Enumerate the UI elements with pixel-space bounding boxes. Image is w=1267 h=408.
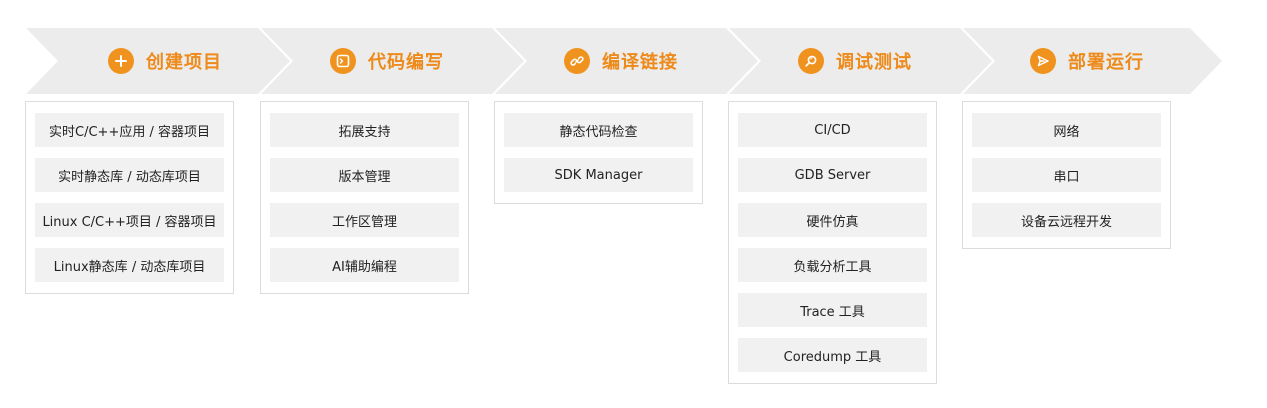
stage-title: 部署运行 <box>1068 52 1144 73</box>
stage-title: 编译链接 <box>602 52 678 73</box>
stage-arrow-1 <box>26 28 290 94</box>
stage-arrow-3 <box>495 28 758 94</box>
terminal-icon <box>330 48 356 74</box>
list-item[interactable]: 版本管理 <box>270 158 459 192</box>
list-item[interactable]: 网络 <box>972 113 1161 147</box>
list-item[interactable]: SDK Manager <box>504 158 693 192</box>
list-item[interactable]: 工作区管理 <box>270 203 459 237</box>
link-icon <box>564 48 590 74</box>
list-item[interactable]: Coredump 工具 <box>738 338 927 372</box>
stage-header-code-writing: 代码编写 <box>282 28 492 94</box>
list-item[interactable]: 硬件仿真 <box>738 203 927 237</box>
stage-title: 调试测试 <box>836 52 912 73</box>
plus-icon <box>108 48 134 74</box>
stage-box-code-writing: 拓展支持 版本管理 工作区管理 AI辅助编程 <box>260 101 469 294</box>
send-icon <box>1030 48 1056 74</box>
list-item[interactable]: 实时静态库 / 动态库项目 <box>35 158 224 192</box>
stage-header-compile-link: 编译链接 <box>516 28 726 94</box>
list-item[interactable]: Linux静态库 / 动态库项目 <box>35 248 224 282</box>
list-item[interactable]: CI/CD <box>738 113 927 147</box>
stage-header-deploy-run: 部署运行 <box>982 28 1192 94</box>
stage-arrow-2 <box>261 28 524 94</box>
list-item[interactable]: 设备云远程开发 <box>972 203 1161 237</box>
stage-arrow-4 <box>729 28 992 94</box>
list-item[interactable]: 负载分析工具 <box>738 248 927 282</box>
stage-title: 创建项目 <box>146 52 222 73</box>
list-item[interactable]: GDB Server <box>738 158 927 192</box>
list-item[interactable]: 拓展支持 <box>270 113 459 147</box>
stage-header-debug-test: 调试测试 <box>750 28 960 94</box>
stage-box-create-project: 实时C/C++应用 / 容器项目 实时静态库 / 动态库项目 Linux C/C… <box>25 101 234 294</box>
stage-arrow-5 <box>963 28 1222 94</box>
stage-box-compile-link: 静态代码检查 SDK Manager <box>494 101 703 204</box>
list-item[interactable]: Trace 工具 <box>738 293 927 327</box>
stage-box-debug-test: CI/CD GDB Server 硬件仿真 负载分析工具 Trace 工具 Co… <box>728 101 937 384</box>
list-item[interactable]: 静态代码检查 <box>504 113 693 147</box>
list-item[interactable]: AI辅助编程 <box>270 248 459 282</box>
stage-title: 代码编写 <box>368 52 444 73</box>
list-item[interactable]: 实时C/C++应用 / 容器项目 <box>35 113 224 147</box>
list-item[interactable]: Linux C/C++项目 / 容器项目 <box>35 203 224 237</box>
list-item[interactable]: 串口 <box>972 158 1161 192</box>
stage-header-create-project: 创建项目 <box>60 28 270 94</box>
magnifier-icon <box>798 48 824 74</box>
stage-box-deploy-run: 网络 串口 设备云远程开发 <box>962 101 1171 249</box>
